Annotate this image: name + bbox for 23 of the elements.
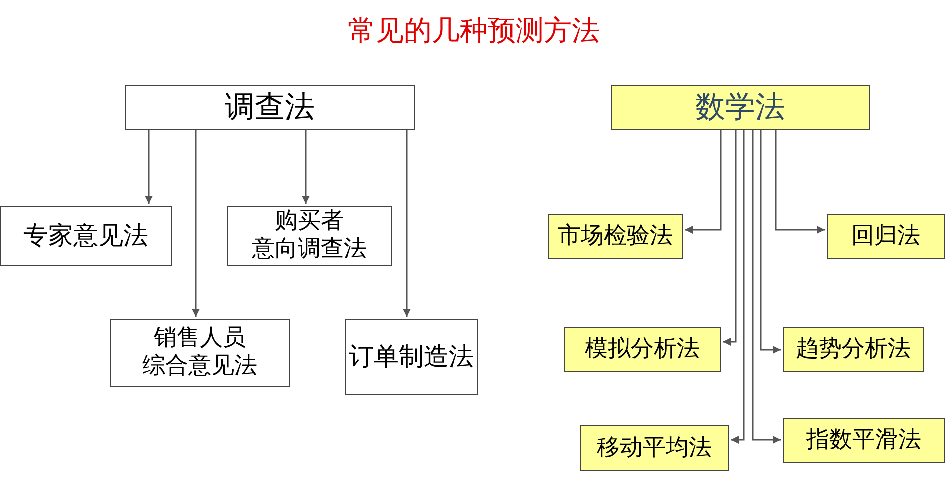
method-box: 销售人员综合意见法: [110, 319, 290, 387]
method-box: 移动平均法: [580, 425, 729, 471]
arrow: [723, 130, 737, 346]
arrow: [145, 130, 153, 204]
method-box: 购买者意向调查法: [227, 206, 392, 266]
arrow: [775, 130, 825, 234]
title: 常见的几种预测方法: [347, 13, 601, 49]
method-box: 订单制造法: [345, 319, 478, 395]
method-box: 回归法: [827, 214, 945, 259]
arrow: [302, 130, 310, 204]
method-box: 指数平滑法: [783, 418, 945, 463]
arrow: [403, 130, 411, 317]
category-box: 调查法: [125, 85, 415, 130]
arrow: [731, 130, 745, 444]
method-box: 市场检验法: [548, 214, 683, 259]
arrow: [760, 130, 781, 354]
method-box: 模拟分析法: [564, 327, 721, 372]
arrow: [752, 130, 781, 444]
arrow: [192, 130, 200, 317]
category-box: 数学法: [611, 85, 870, 130]
arrow: [685, 130, 722, 234]
method-box: 趋势分析法: [783, 327, 924, 372]
method-box: 专家意见法: [0, 206, 172, 266]
